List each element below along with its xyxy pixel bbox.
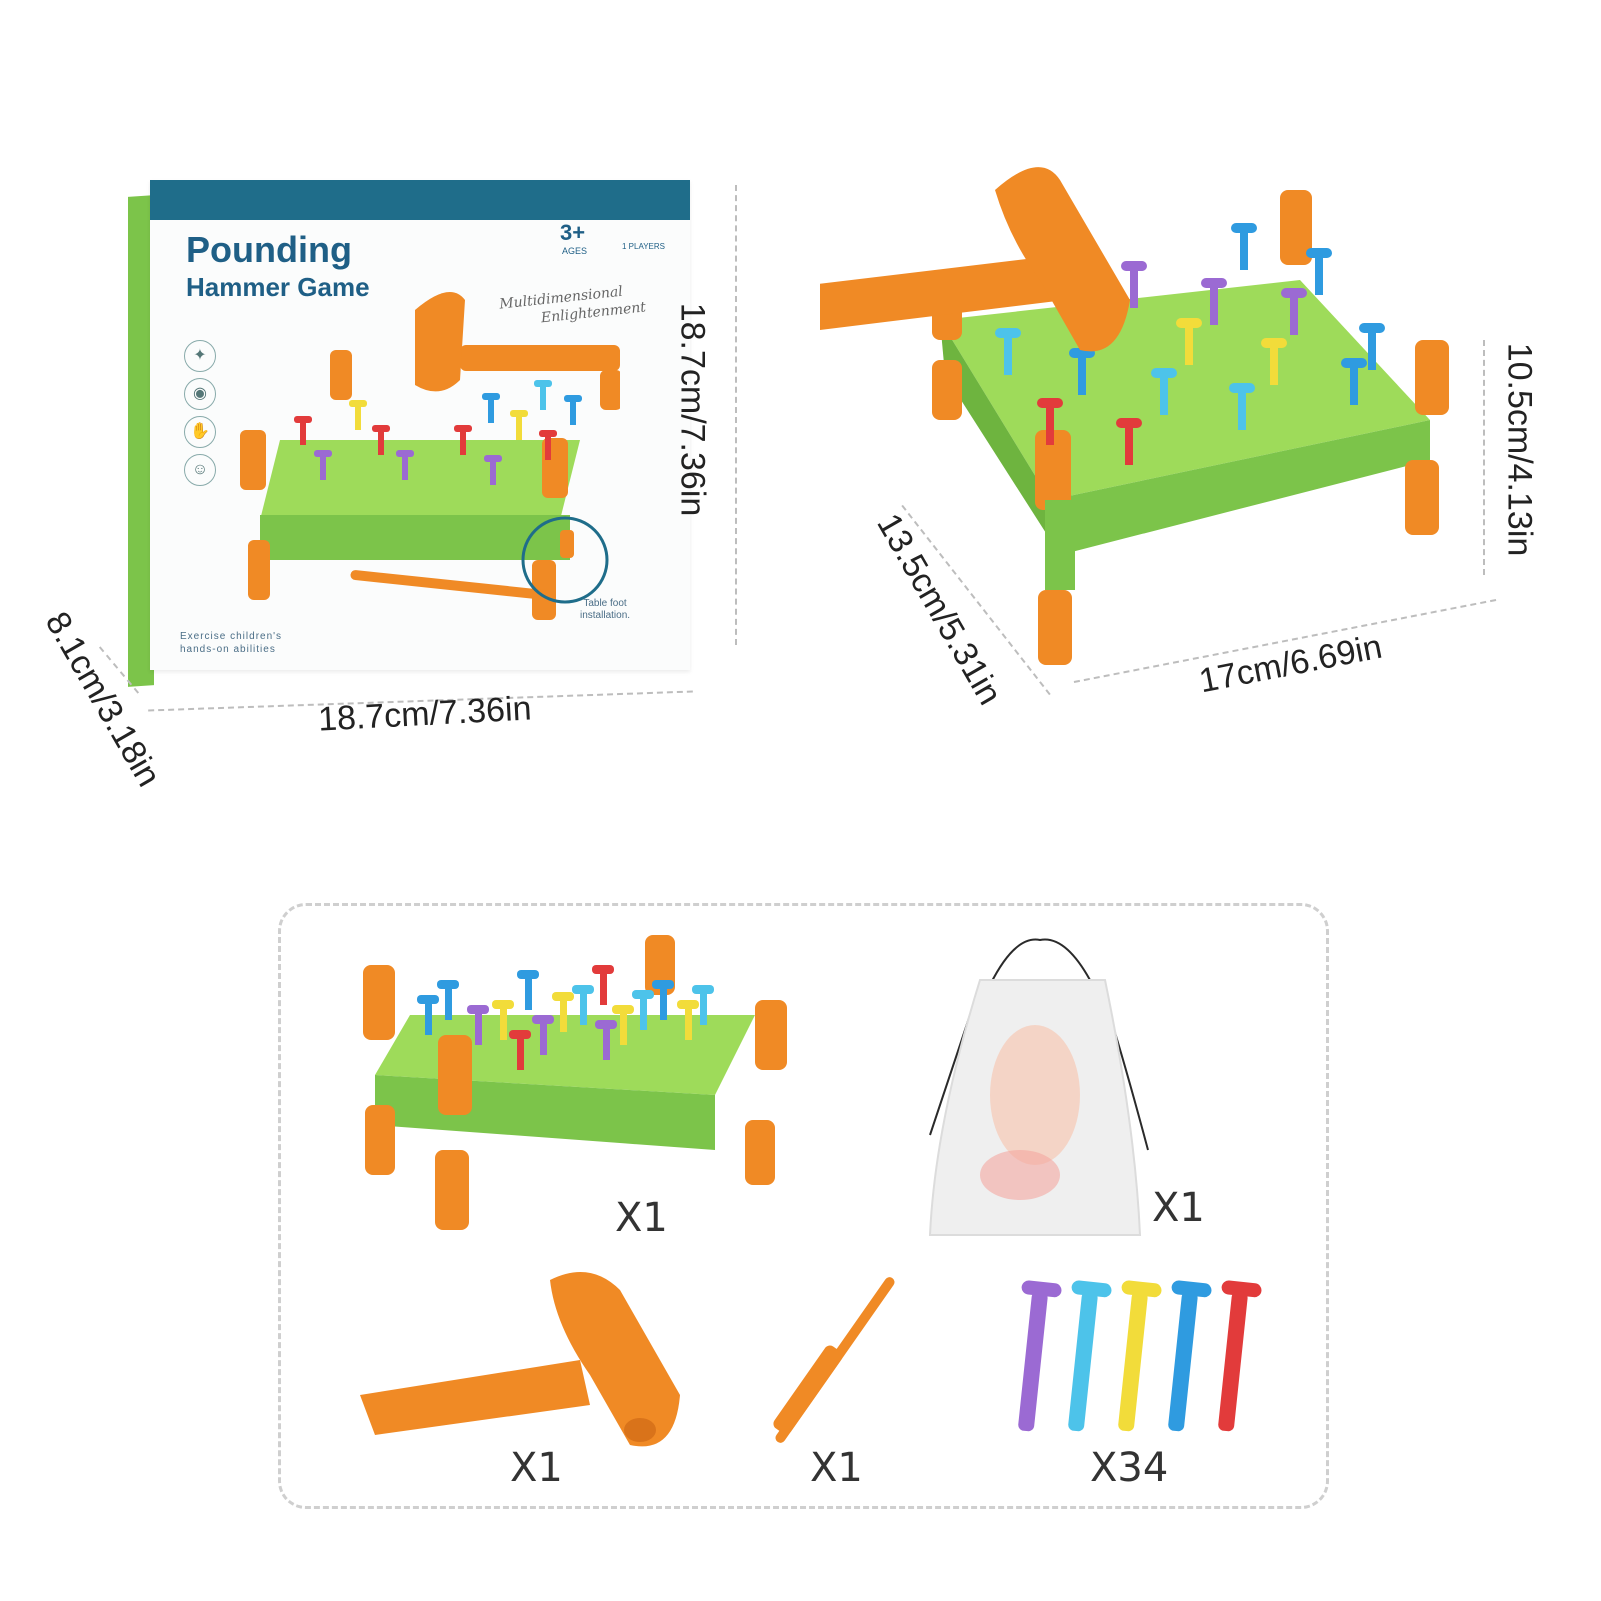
hammer-item (360, 1272, 680, 1447)
bag-quantity: X1 (1152, 1185, 1205, 1231)
box-subtitle: Hammer Game (186, 272, 370, 302)
install-line-1: Table foot (583, 598, 627, 609)
toy-height-label: 10.5cm/4.13in (1500, 342, 1539, 557)
bench-item (363, 935, 787, 1230)
age-label: AGES (562, 246, 588, 256)
stick-quantity: X1 (810, 1445, 863, 1491)
box-width-label: 18.7cm/7.36in (317, 689, 533, 739)
figure-icon: ✦ (184, 340, 216, 372)
box-illustration (240, 292, 620, 620)
brain-icon: ☺ (184, 454, 216, 486)
pegs-quantity: X34 (1090, 1445, 1169, 1491)
product-box: Pounding Hammer Game 3+ AGES 1 PLAYERS M… (150, 180, 690, 670)
hand-icon: ✋ (184, 416, 216, 448)
package-contents-frame (278, 903, 1329, 1509)
box-height-line (735, 185, 737, 645)
assembled-toy-image (820, 167, 1449, 665)
eye-icon: ◉ (184, 378, 216, 410)
bench-quantity: X1 (615, 1195, 668, 1241)
footer-line-2: hands-on abilities (180, 644, 276, 655)
install-line-2: installation. (580, 610, 631, 621)
box-top-band (150, 180, 690, 220)
players-label: 1 PLAYERS (622, 242, 665, 251)
footer-line-1: Exercise children's (180, 631, 283, 642)
box-footer-text: Exercise children's hands-on abilities (180, 630, 282, 656)
age-badge: 3+ (560, 220, 586, 245)
drawstring-bag-item (928, 938, 1149, 1236)
box-title: Pounding (186, 229, 352, 270)
stick-item (773, 1277, 895, 1443)
install-caption: Table foot installation. (580, 598, 630, 622)
pegs-item (1018, 1280, 1262, 1432)
hammer-quantity: X1 (510, 1445, 563, 1491)
box-height-label: 18.7cm/7.36in (673, 302, 712, 517)
toy-height-line (1483, 340, 1485, 575)
